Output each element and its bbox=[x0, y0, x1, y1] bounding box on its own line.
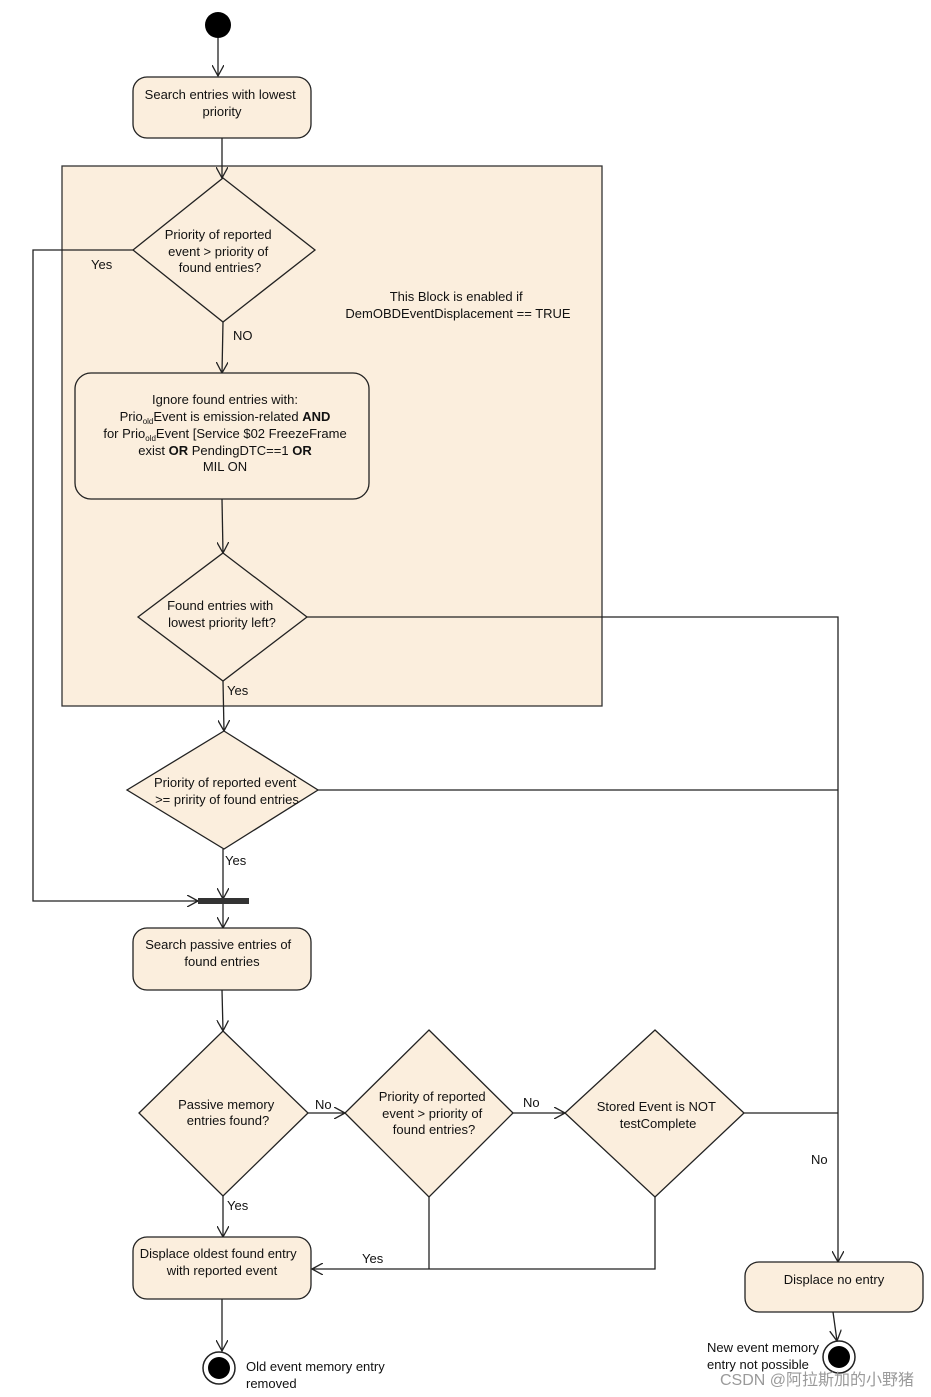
decision-stored-not-complete-label: Stored Event is NOT testComplete bbox=[597, 1099, 720, 1131]
action-ignore-found bbox=[74, 372, 370, 500]
action-displace-oldest-label: Displace oldest found entry with reporte… bbox=[140, 1246, 300, 1278]
action-ignore-found-line5: MIL ON bbox=[203, 459, 247, 474]
decision-priority-gt-2-label: Priority of reported event > priority of… bbox=[379, 1089, 490, 1137]
action-ignore-found-line2: PriooldEvent is emission-related AND bbox=[120, 409, 331, 426]
block-note: This Block is enabled if DemOBDEventDisp… bbox=[345, 289, 571, 321]
initial-node bbox=[205, 12, 231, 38]
decision-priority-gt-label: Priority of reported event > priority of… bbox=[165, 227, 276, 275]
action-displace-oldest bbox=[132, 1236, 312, 1300]
decision-stored-not-complete bbox=[564, 1029, 745, 1198]
action-displace-none bbox=[744, 1261, 924, 1313]
edge-search-passive-to-decision4 bbox=[222, 989, 223, 1031]
decision-priority-ge-label: Priority of reported event >= pririty of… bbox=[154, 775, 300, 807]
action-search-lowest bbox=[132, 76, 312, 139]
label-no-priority-gt2: No bbox=[523, 1095, 540, 1110]
label-no-first: NO bbox=[233, 328, 253, 343]
label-yes-left: Yes bbox=[91, 257, 113, 272]
action-search-lowest-label: Search entries with lowest priority bbox=[145, 87, 300, 119]
decision-priority-ge bbox=[125, 730, 320, 850]
action-search-passive-label: Search passive entries of found entries bbox=[145, 937, 295, 969]
edge-decision2-no-right bbox=[307, 616, 838, 1262]
label-yes-passive: Yes bbox=[227, 1198, 249, 1213]
decision-found-left-label: Found entries with lowest priority left? bbox=[167, 598, 277, 630]
action-ignore-found-line1: Ignore found entries with: bbox=[152, 392, 298, 407]
action-ignore-found-line3: for PriooldEvent [Service $02 FreezeFram… bbox=[103, 426, 346, 443]
decision-passive bbox=[138, 1030, 309, 1197]
edge-ignore-to-decision2 bbox=[222, 498, 223, 553]
label-yes-priority-ge: Yes bbox=[225, 853, 247, 868]
edge-decision1-yes-to-fork bbox=[32, 249, 198, 901]
edge-decision2-yes-to-decision3 bbox=[223, 680, 224, 731]
edge-displace-none-to-final bbox=[833, 1311, 837, 1341]
decision-priority-gt bbox=[131, 177, 317, 323]
final-removed-label: Old event memory entry removed bbox=[246, 1359, 388, 1391]
decision-priority-gt-2 bbox=[344, 1029, 514, 1198]
decision-found-left bbox=[136, 552, 309, 682]
watermark-text: CSDN @阿拉斯加的小野猪 bbox=[720, 1371, 914, 1389]
final-not-possible-label: New event memory entry not possible bbox=[707, 1340, 823, 1372]
edge-decision6-yes-to-displace bbox=[312, 1197, 656, 1269]
label-no-right: No bbox=[811, 1152, 828, 1167]
label-yes-merge: Yes bbox=[362, 1251, 384, 1266]
action-search-passive bbox=[132, 927, 312, 991]
action-displace-none-label: Displace no entry bbox=[784, 1272, 885, 1287]
action-ignore-found-line4: exist OR PendingDTC==1 OR bbox=[138, 443, 312, 458]
join-bar bbox=[198, 898, 249, 904]
decision-passive-label: Passive memory entries found? bbox=[178, 1097, 278, 1128]
edge-decision1-no-to-ignore bbox=[222, 321, 223, 373]
final-node-removed bbox=[202, 1351, 236, 1385]
label-yes-found-left: Yes bbox=[227, 683, 249, 698]
final-node-not-possible bbox=[822, 1340, 856, 1374]
label-no-passive: No bbox=[315, 1097, 332, 1112]
edges bbox=[32, 38, 838, 1351]
